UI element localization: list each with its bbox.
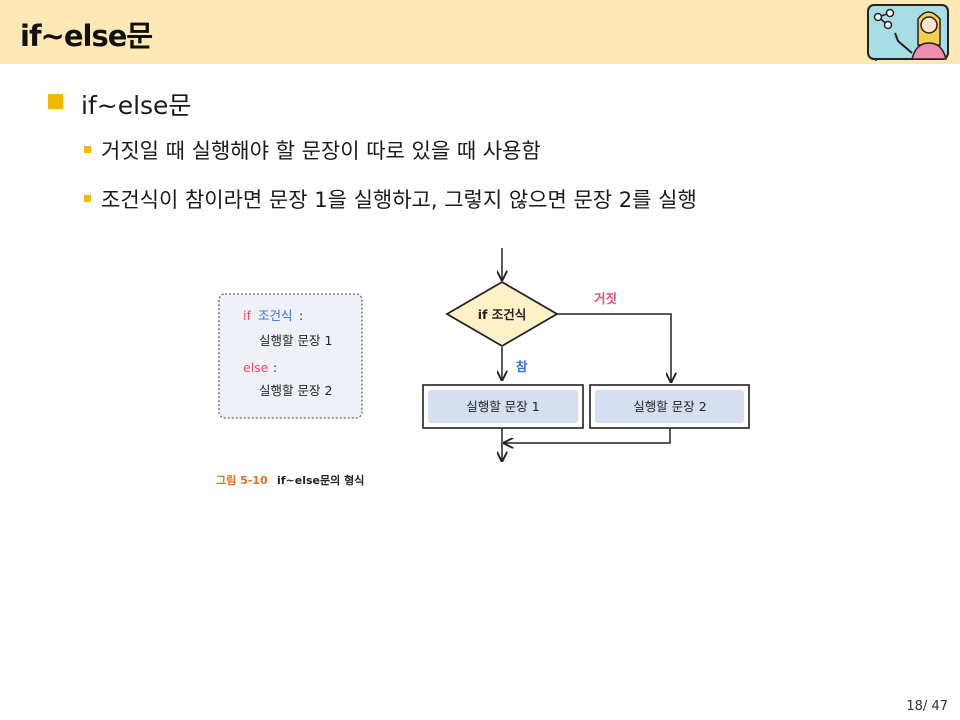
statement-1-label: 실행할 문장 1 [466, 399, 539, 414]
figure-caption-text: if~else문의 형식 [277, 473, 364, 487]
code-statement-1: 실행할 문장 1 [259, 333, 332, 348]
if-else-figure: if 조건식 : 실행할 문장 1 else : 실행할 문장 2 if 조건식… [216, 248, 750, 487]
true-label: 참 [516, 359, 528, 374]
code-colon: : [273, 360, 277, 375]
slide-title: if~else문 [20, 19, 153, 53]
code-condition: 조건식 [258, 308, 293, 323]
false-arrow [557, 313, 671, 382]
slide-header: if~else문 [0, 0, 960, 64]
merge-arrow [504, 428, 671, 443]
sub-bullet-text-1: 거짓일 때 실행해야 할 문장이 따로 있을 때 사용함 [101, 139, 541, 163]
false-label: 거짓 [594, 291, 617, 306]
statement-2-fill [595, 390, 744, 423]
code-colon: : [299, 308, 303, 323]
page-number: 18/ 47 [906, 699, 948, 714]
decision-label: if 조건식 [478, 307, 527, 322]
sub-bullet-text-2: 조건식이 참이라면 문장 1을 실행하고, 그렇지 않으면 문장 2를 실행 [101, 188, 697, 212]
sub-bullet-marker [84, 195, 91, 202]
bullet-main-text: if~else문 [81, 91, 192, 120]
figure-caption-number: 그림 5-10 [216, 474, 268, 487]
statement-1-fill [428, 390, 578, 423]
code-if-keyword: if [243, 308, 251, 323]
code-else-keyword: else [243, 360, 269, 375]
code-statement-2: 실행할 문장 2 [259, 383, 332, 398]
statement-2-label: 실행할 문장 2 [633, 399, 706, 414]
bullet-marker [48, 94, 63, 109]
flowchart: if 조건식 참 거짓 실행할 문장 1 실행할 문장 2 [422, 248, 750, 461]
sub-bullet-marker [84, 146, 91, 153]
code-block: if 조건식 : 실행할 문장 1 else : 실행할 문장 2 [218, 293, 363, 419]
presenter-illustration-icon [867, 4, 949, 61]
